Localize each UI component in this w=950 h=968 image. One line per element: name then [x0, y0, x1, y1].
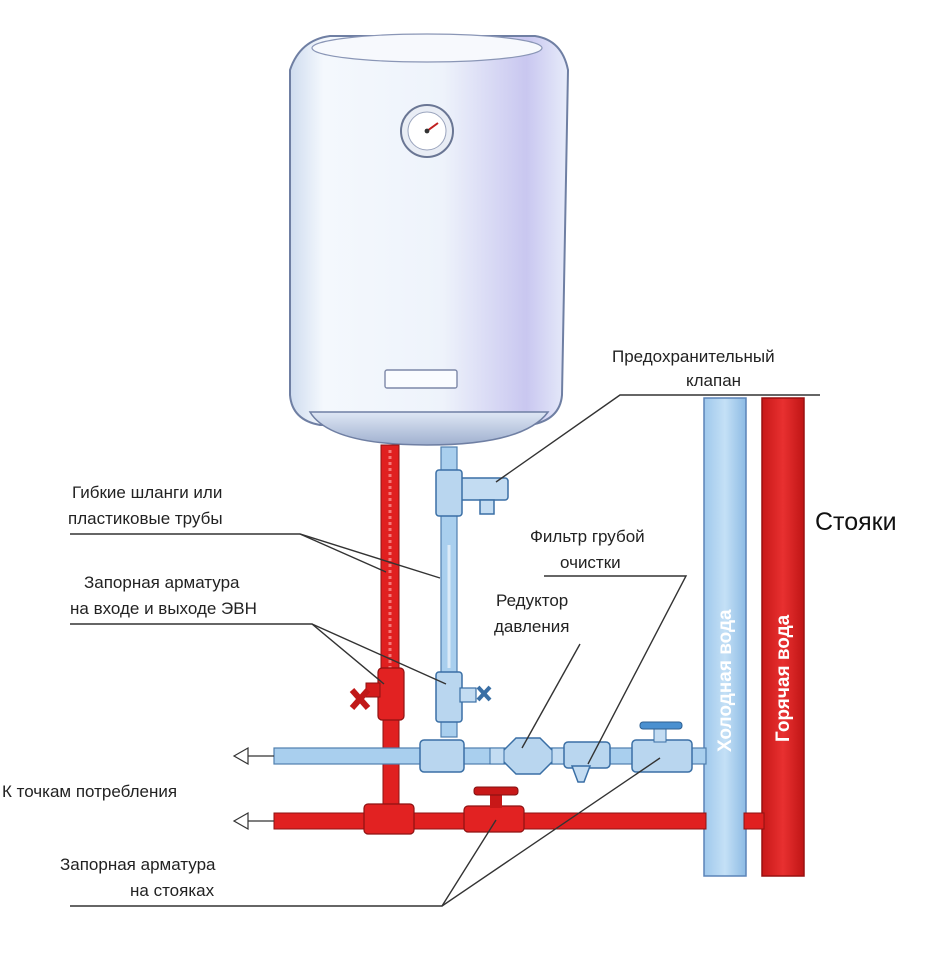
hoses-label-1: Гибкие шланги или	[72, 483, 222, 502]
filter-label-2: очистки	[560, 553, 621, 572]
reducer-label-1: Редуктор	[496, 591, 568, 610]
water-heater-tank	[289, 33, 570, 446]
cold-outlet-arrow-icon	[232, 746, 274, 766]
safety-valve-label-1: Предохранительный	[612, 347, 775, 366]
shutoff-ewh-label-1: Запорная арматура	[84, 573, 240, 592]
coarse-filter-icon	[563, 741, 611, 783]
hoses-label-2: пластиковые трубы	[68, 509, 223, 528]
hot-water-pipes	[273, 444, 765, 835]
shutoff-risers-label-2: на стояках	[130, 881, 215, 900]
cold-riser-shutoff-valve-icon	[631, 721, 693, 773]
leader-lines	[70, 394, 820, 907]
hot-water-label: Горячая вода	[773, 614, 794, 742]
shutoff-risers-label-1: Запорная арматура	[60, 855, 216, 874]
consumers-label: К точкам потребления	[2, 782, 177, 801]
safety-valve-label-2: клапан	[686, 371, 741, 390]
riser-shutoff-valve-icon	[473, 786, 519, 808]
safety-valve-icon	[435, 469, 509, 517]
cold-water-label: Холодная вода	[715, 609, 736, 752]
filter-label-1: Фильтр грубой	[530, 527, 645, 546]
risers-label: Стояки	[815, 508, 897, 536]
tank-nameplate	[384, 369, 458, 389]
pressure-reducer-icon	[489, 737, 567, 775]
hot-outlet-arrow-icon	[232, 811, 274, 831]
cold-shutoff-valve-icon	[435, 671, 492, 723]
thermometer-gauge-icon	[400, 104, 454, 158]
hot-shutoff-handle-icon	[349, 688, 371, 710]
hot-water-riser	[761, 397, 805, 877]
reducer-label-2: давления	[494, 617, 569, 636]
tee-fitting-icon	[419, 739, 465, 773]
cold-water-riser	[703, 397, 747, 877]
shutoff-ewh-label-2: на входе и выходе ЭВН	[70, 599, 257, 618]
